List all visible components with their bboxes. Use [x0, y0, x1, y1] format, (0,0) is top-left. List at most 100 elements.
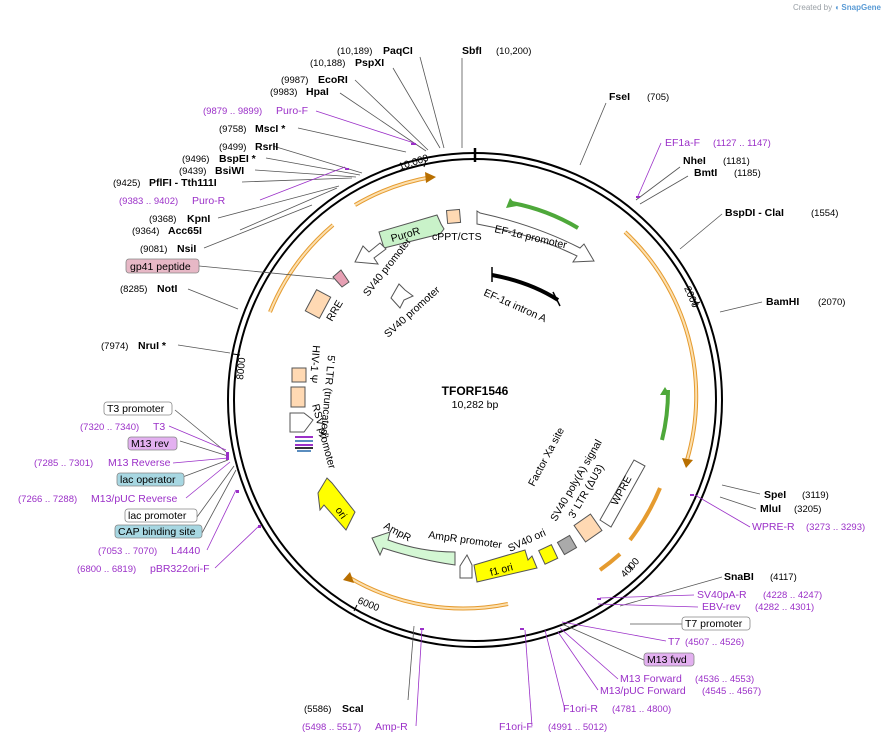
m13-fwd-label: M13 fwd [647, 654, 687, 666]
gp41-peptide-label: gp41 peptide [130, 261, 191, 273]
m13-forward-coord: (4536 .. 4553) [695, 674, 754, 685]
amp-r-label: Amp-R [375, 721, 408, 733]
plasmid-length: 10,282 bp [452, 399, 499, 411]
t7-label: T7 [668, 636, 680, 648]
orf-arc-2 [628, 487, 662, 542]
ori-label: ori [333, 505, 350, 521]
hiv1-psi-label: HIV-1 Ψ [307, 345, 322, 384]
amp-r-coord: (5498 .. 5517) [302, 722, 361, 733]
f1-ori-label: f1 ori [489, 561, 515, 579]
orf-arc-1 [623, 230, 699, 461]
t3-promoter-label: T3 promoter [107, 403, 165, 415]
rsv-promoter-arrow [289, 412, 314, 433]
acc65i-coord: (9364) [132, 226, 159, 237]
ecori-coord: (9987) [281, 75, 308, 86]
puro-r-coord: (9383 .. 9402) [119, 196, 178, 207]
cppt-cts-label: cPPT/CTS [432, 231, 482, 243]
green-arcs [511, 201, 671, 441]
m13-reverse-label: M13 Reverse [108, 457, 171, 469]
mlui-label: MluI [760, 503, 781, 515]
cppt-cts-box [445, 208, 462, 225]
rsrii-coord: (9499) [219, 142, 246, 153]
lac-promoter-badge [124, 508, 198, 523]
ampr-promoter-arrow [459, 553, 473, 579]
pbr322ori-f-coord: (6800 .. 6819) [77, 564, 136, 575]
nsii-label: NsiI [177, 243, 196, 255]
hpai-coord: (9983) [270, 87, 297, 98]
bmti-coord: (1185) [734, 168, 761, 179]
ef1a-intron-arc [491, 273, 560, 302]
f1ori-f-coord: (4991 .. 5012) [548, 722, 607, 733]
pflfi-label: PflFI - Tth111I [149, 177, 217, 189]
green-arrow-2 [660, 387, 670, 395]
ampr-promoter-label: AmpR promoter [428, 529, 504, 551]
spei-coord: (3119) [802, 490, 829, 501]
wpre-r-coord: (3273 .. 3293) [806, 522, 865, 533]
m13-puc-reverse-coord: (7266 .. 7288) [18, 494, 77, 505]
msci-label: MscI * [255, 123, 286, 135]
sv40-promoter-arrow-2 [390, 283, 414, 309]
mlui-coord: (3205) [794, 504, 821, 515]
m13-fwd-badge [643, 652, 695, 667]
t3-promoter-badge [103, 401, 173, 416]
cap-binding-site-badge [114, 524, 203, 539]
primer-leader-lines [168, 110, 751, 727]
ebv-rev-label: EBV-rev [702, 601, 741, 613]
primer-marks [226, 143, 694, 630]
bspei-coord: (9496) [182, 154, 209, 165]
gp41-box [332, 269, 350, 288]
ef1a-f-coord: (1127 .. 1147) [713, 138, 771, 149]
l4440-label: L4440 [171, 545, 200, 557]
f1ori-f-label: F1ori-F [499, 721, 533, 733]
sv40pa-r-coord: (4228 .. 4247) [763, 590, 822, 601]
m13-puc-forward-coord: (4545 .. 4567) [702, 686, 761, 697]
m13-puc-reverse-label: M13/pUC Reverse [91, 493, 178, 505]
snabi-label: SnaBI [724, 571, 754, 583]
pbr322ori-f-label: pBR322ori-F [150, 563, 210, 575]
m13-rev-badge [127, 436, 178, 451]
t7-promoter-label: T7 promoter [685, 618, 743, 630]
wpre-r-label: WPRE-R [752, 521, 795, 533]
bspdi-clai-label: BspDI - ClaI [725, 207, 784, 219]
green-arc-1 [511, 201, 580, 230]
paqci-coord: (10,189) [337, 46, 372, 57]
site-labels-right: SbfI (10,200) FseI (705) EF1a-F (1127 ..… [302, 45, 865, 733]
fsei-label: FseI [609, 91, 630, 103]
acc65i-label: Acc65I [168, 225, 202, 237]
nhei-coord: (1181) [723, 156, 750, 167]
tick-2000: 2000 [681, 285, 700, 310]
mcs-stripes [295, 436, 313, 452]
puro-f-coord: (9879 .. 9899) [203, 106, 262, 117]
m13-forward-label: M13 Forward [620, 673, 682, 685]
nrui-label: NruI * [138, 340, 167, 352]
hpai-label: HpaI [306, 86, 329, 98]
scai-coord: (5586) [304, 704, 331, 715]
kpni-label: KpnI [187, 213, 210, 225]
sv40-ori-box [538, 544, 559, 565]
sv40-promoter-label-2: SV40 promoter [382, 284, 443, 341]
ori-arrow [317, 477, 356, 531]
l4440-coord: (7053 .. 7070) [98, 546, 157, 557]
bspei-label: BspEI * [219, 153, 257, 165]
lac-operator-label: lac operator [120, 474, 176, 486]
bsiwi-label: BsiWI [215, 165, 244, 177]
noti-coord: (8285) [120, 284, 147, 295]
paqci-label: PaqCI [383, 45, 413, 57]
orf-arc-6 [353, 175, 433, 207]
ef1a-promoter-arrow [476, 210, 595, 263]
scai-label: ScaI [342, 703, 364, 715]
rsv-promoter-label: RSV promoter [309, 403, 338, 471]
snapgene-credit: Created by ◖ SnapGene [793, 3, 881, 12]
sbfi-coord: (10,200) [496, 46, 531, 57]
plasmid-name: TFORF1546 [442, 384, 509, 398]
tick-marks [232, 159, 701, 612]
ecori-label: EcoRI [318, 74, 348, 86]
ltr5-box [290, 386, 306, 408]
spei-label: SpeI [764, 489, 786, 501]
tick-8000: 8000 [235, 357, 248, 381]
sv40pa-r-label: SV40pA-R [697, 589, 747, 601]
hiv1-psi-box [291, 367, 307, 383]
pspxi-label: PspXI [355, 57, 384, 69]
ef1a-f-label: EF1a-F [665, 137, 700, 149]
pspxi-coord: (10,188) [310, 58, 345, 69]
